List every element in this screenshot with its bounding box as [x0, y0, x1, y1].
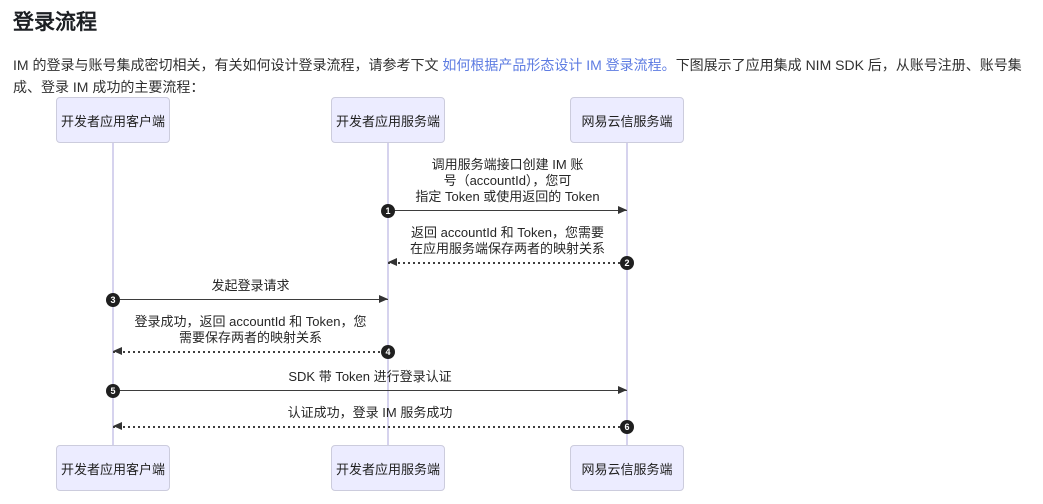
arrowhead-icon	[379, 295, 388, 303]
message-label-line: 指定 Token 或使用返回的 Token	[415, 189, 600, 204]
actor-box-top: 开发者应用客户端	[56, 97, 170, 143]
message-label-line: SDK 带 Token 进行登录认证	[288, 369, 452, 384]
arrowhead-icon	[113, 422, 122, 430]
sequence-number: 3	[106, 293, 120, 307]
intro-text-before: IM 的登录与账号集成密切相关，有关如何设计登录流程，请参考下文	[13, 57, 443, 73]
message-arrow	[113, 351, 388, 353]
intro-text-after: 下图展示了应用集成 NIM SDK 后，从账号注册、账号集成、登录 IM 成功的…	[13, 57, 1022, 95]
message-arrow	[388, 210, 627, 211]
page-title: 登录流程	[13, 11, 97, 34]
sequence-number: 2	[620, 256, 634, 270]
lifeline	[387, 143, 389, 445]
message-label-line: 需要保存两者的映射关系	[178, 330, 322, 345]
message-label: 发起登录请求	[31, 278, 471, 294]
message-arrow	[113, 299, 388, 300]
message-arrow	[113, 390, 627, 391]
message-label: 登录成功，返回 accountId 和 Token，您需要保存两者的映射关系	[31, 314, 471, 346]
message-label: 认证成功，登录 IM 服务成功	[150, 405, 590, 421]
message-label-line: 登录成功，返回 accountId 和 Token，您	[134, 314, 367, 329]
message-label-line: 在应用服务端保存两者的映射关系	[409, 241, 605, 256]
actor-box-top: 网易云信服务端	[570, 97, 684, 143]
lifeline	[626, 143, 628, 445]
actor-box-bottom: 网易云信服务端	[570, 445, 684, 491]
message-label-line: 发起登录请求	[211, 278, 290, 293]
message-label-line: 认证成功，登录 IM 服务成功	[287, 405, 453, 420]
message-label: 调用服务端接口创建 IM 账号（accountId），您可指定 Token 或使…	[288, 157, 728, 205]
actor-box-top: 开发者应用服务端	[331, 97, 445, 143]
arrowhead-icon	[113, 347, 122, 355]
message-label-line: 号（accountId），您可	[443, 173, 572, 188]
message-label-line: 返回 accountId 和 Token，您需要	[411, 225, 604, 240]
arrowhead-icon	[618, 206, 627, 214]
arrowhead-icon	[388, 258, 397, 266]
message-label: 返回 accountId 和 Token，您需要在应用服务端保存两者的映射关系	[288, 225, 728, 257]
message-arrow	[388, 262, 627, 264]
message-label: SDK 带 Token 进行登录认证	[150, 369, 590, 385]
actor-box-bottom: 开发者应用服务端	[331, 445, 445, 491]
actor-box-bottom: 开发者应用客户端	[56, 445, 170, 491]
message-arrow	[113, 426, 627, 428]
sequence-number: 1	[381, 204, 395, 218]
sequence-number: 6	[620, 420, 634, 434]
intro-paragraph: IM 的登录与账号集成密切相关，有关如何设计登录流程，请参考下文 如何根据产品形…	[13, 54, 1023, 98]
login-flow-design-link[interactable]: 如何根据产品形态设计 IM 登录流程。	[442, 57, 676, 73]
sequence-number: 5	[106, 384, 120, 398]
message-label-line: 调用服务端接口创建 IM 账	[431, 157, 584, 172]
arrowhead-icon	[618, 386, 627, 394]
sequence-number: 4	[381, 345, 395, 359]
